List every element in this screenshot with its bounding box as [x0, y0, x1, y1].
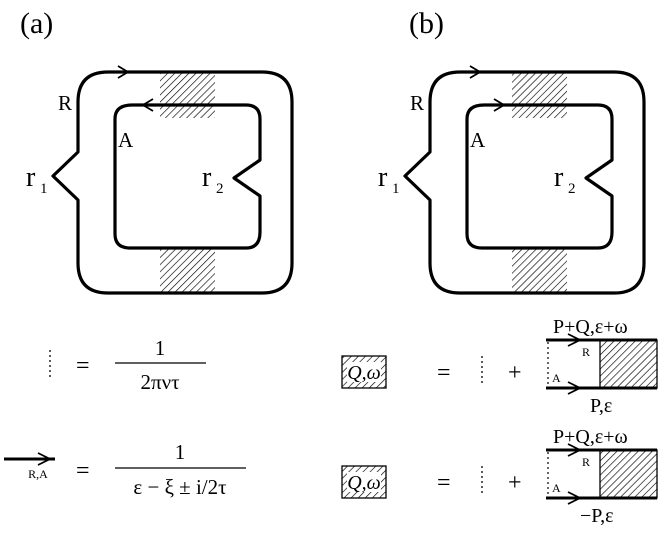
arrow-right-icon [37, 452, 53, 466]
diffuson-equation: Q,ω = + R A P+Q,ε+ω P,ε [341, 316, 658, 417]
vertex-block-top [512, 72, 567, 118]
svg-text:r: r [554, 162, 564, 193]
arrow-right-icon [567, 333, 583, 347]
panel-b-label: (b) [409, 7, 444, 40]
label-R: R [58, 91, 72, 115]
propagator-tag: R,A [28, 467, 48, 481]
fraction-numerator: 1 [155, 336, 166, 360]
panel-a-label: (a) [20, 7, 53, 40]
bottom-momentum-label: −P,ε [580, 505, 614, 527]
arrow-right-icon [469, 65, 482, 79]
arrow-right-icon [493, 98, 506, 112]
svg-text:r: r [202, 162, 212, 193]
fraction-numerator: 1 [175, 440, 186, 464]
ladder-box-label: Q,ω [347, 362, 381, 384]
fraction-denominator: 2πντ [140, 370, 179, 394]
advanced-line-inner [113, 103, 262, 250]
vertex-block-bottom [512, 248, 567, 293]
label-A: A [470, 128, 486, 152]
label-R: R [410, 91, 424, 115]
label-r1: r 1 [378, 162, 400, 197]
fraction-denominator: ε − ξ ± i/2τ [133, 475, 226, 499]
arrow-left-icon [141, 98, 154, 112]
svg-text:=: = [76, 353, 90, 379]
svg-text:=: = [437, 470, 451, 496]
svg-text:2: 2 [216, 181, 224, 197]
svg-text:+: + [508, 470, 522, 496]
ladder-box-small [599, 339, 658, 389]
diagram-b: R A r 1 r 2 [378, 65, 646, 295]
arrow-right-icon [567, 381, 583, 395]
svg-text:=: = [76, 458, 90, 484]
svg-text:2: 2 [568, 181, 576, 197]
impurity-line-equation: = 1 2πντ [49, 336, 206, 394]
vertex-block-bottom [160, 248, 215, 293]
svg-text:r: r [378, 162, 388, 193]
arrow-right-icon [117, 65, 130, 79]
svg-text:+: + [508, 360, 522, 386]
cooperon-equation: Q,ω = + R A P+Q,ε+ω −P,ε [341, 426, 658, 527]
svg-text:r: r [26, 162, 36, 193]
diagram-a: R A r 1 r 2 [26, 65, 294, 295]
arrow-right-icon [567, 443, 583, 457]
retarded-line-outer [51, 70, 294, 295]
svg-text:=: = [437, 360, 451, 386]
tag-A: A [552, 481, 561, 495]
top-momentum-label: P+Q,ε+ω [553, 316, 628, 338]
top-momentum-label: P+Q,ε+ω [553, 426, 628, 448]
label-r2: r 2 [202, 162, 224, 197]
tag-R: R [582, 345, 590, 359]
label-r2: r 2 [554, 162, 576, 197]
label-r1: r 1 [26, 162, 48, 197]
label-A: A [118, 128, 134, 152]
green-function-equation: R,A = 1 ε − ξ ± i/2τ [4, 440, 246, 499]
ladder-box-label: Q,ω [347, 472, 381, 494]
svg-text:1: 1 [40, 181, 48, 197]
tag-A: A [552, 371, 561, 385]
bottom-momentum-label: P,ε [590, 395, 612, 417]
advanced-line-inner [465, 103, 614, 250]
ladder-box-small [599, 449, 658, 499]
arrow-right-icon [567, 491, 583, 505]
vertex-block-top [160, 72, 215, 118]
tag-R: R [582, 455, 590, 469]
retarded-line-outer [403, 70, 646, 295]
svg-text:1: 1 [392, 181, 400, 197]
